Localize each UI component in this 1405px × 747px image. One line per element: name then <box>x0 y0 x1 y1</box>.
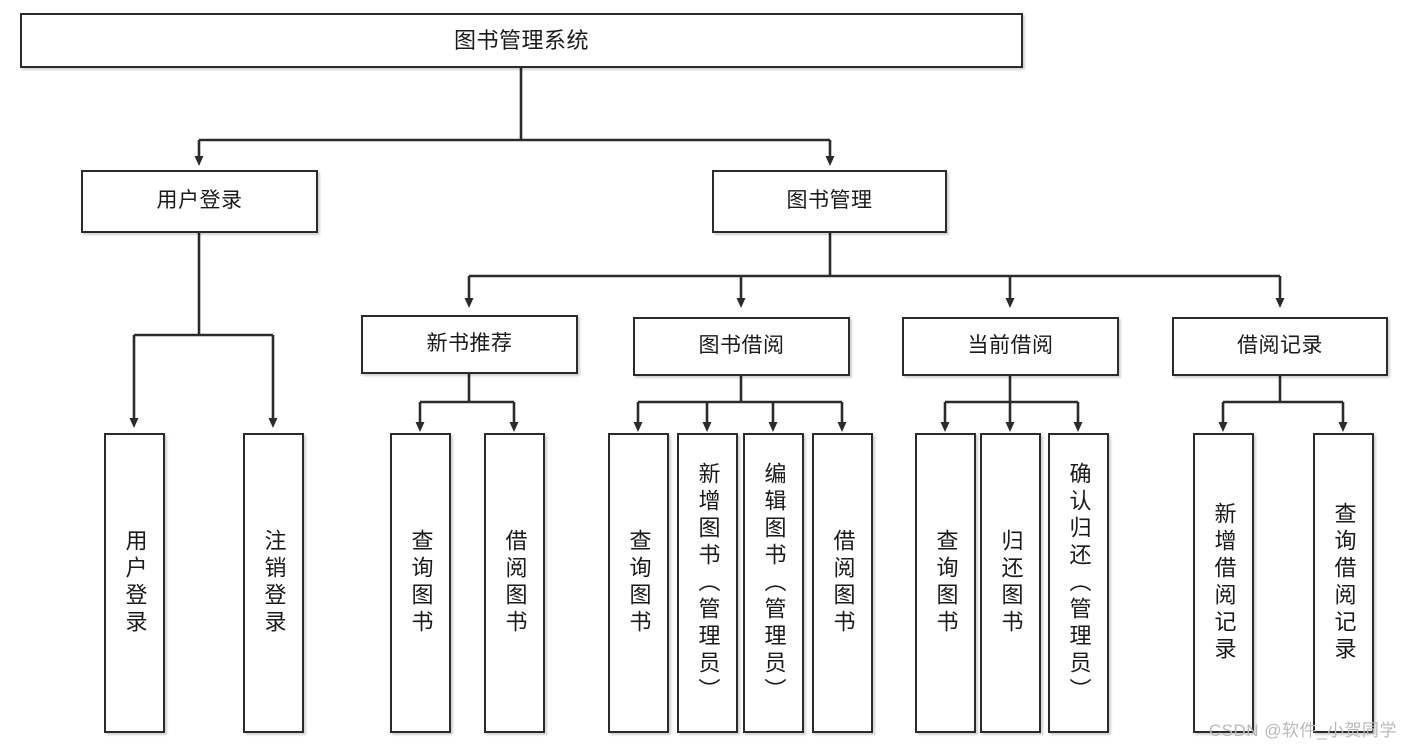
node-leaf-nb-borrow-book[interactable]: 借阅图书 <box>484 433 545 733</box>
node-new-book-recommend[interactable]: 新书推荐 <box>361 315 578 374</box>
node-label: 编辑图书（管理员） <box>761 461 787 705</box>
node-leaf-br-add-record[interactable]: 新增借阅记录 <box>1193 433 1254 733</box>
node-label: 查询图书 <box>626 529 652 637</box>
node-label: 当前借阅 <box>967 334 1054 358</box>
node-label: 确认归还（管理员） <box>1066 461 1092 705</box>
node-label: 图书管理 <box>786 189 873 213</box>
node-label: 图书借阅 <box>698 334 785 358</box>
node-book-management[interactable]: 图书管理 <box>712 170 947 233</box>
node-label: 借阅图书 <box>502 529 528 637</box>
node-leaf-cb-query-book[interactable]: 查询图书 <box>915 433 976 733</box>
watermark-text: CSDN @软件_小贺同学 <box>1208 721 1397 740</box>
node-label: 新增图书（管理员） <box>695 461 721 705</box>
node-label: 查询图书 <box>933 529 959 637</box>
node-user-login[interactable]: 用户登录 <box>81 170 318 233</box>
node-root-book-management-system[interactable]: 图书管理系统 <box>20 13 1023 68</box>
node-label: 新书推荐 <box>426 332 513 356</box>
node-leaf-bb-edit-book[interactable]: 编辑图书（管理员） <box>743 433 804 733</box>
node-leaf-cb-return-book[interactable]: 归还图书 <box>980 433 1041 733</box>
node-leaf-user-login[interactable]: 用户登录 <box>104 433 165 733</box>
node-label: 图书管理系统 <box>453 27 589 53</box>
node-label: 借阅图书 <box>830 529 856 637</box>
node-label: 查询图书 <box>408 529 434 637</box>
node-leaf-nb-query-book[interactable]: 查询图书 <box>390 433 451 733</box>
node-leaf-cb-confirm-return[interactable]: 确认归还（管理员） <box>1048 433 1109 733</box>
node-leaf-bb-query-book[interactable]: 查询图书 <box>608 433 669 733</box>
node-label: 注销登录 <box>261 529 287 637</box>
node-borrow-record[interactable]: 借阅记录 <box>1172 317 1388 376</box>
node-leaf-bb-add-book[interactable]: 新增图书（管理员） <box>677 433 738 733</box>
node-label: 新增借阅记录 <box>1211 502 1237 664</box>
node-label: 借阅记录 <box>1237 334 1323 358</box>
node-label: 查询借阅记录 <box>1331 502 1357 664</box>
node-leaf-bb-borrow-book[interactable]: 借阅图书 <box>812 433 873 733</box>
node-label: 用户登录 <box>122 529 148 637</box>
node-label: 归还图书 <box>998 529 1024 637</box>
node-leaf-user-logout[interactable]: 注销登录 <box>243 433 304 733</box>
node-leaf-br-query-record[interactable]: 查询借阅记录 <box>1313 433 1374 733</box>
node-book-borrow[interactable]: 图书借阅 <box>633 317 850 376</box>
node-label: 用户登录 <box>156 189 243 213</box>
node-current-borrow[interactable]: 当前借阅 <box>902 317 1119 376</box>
